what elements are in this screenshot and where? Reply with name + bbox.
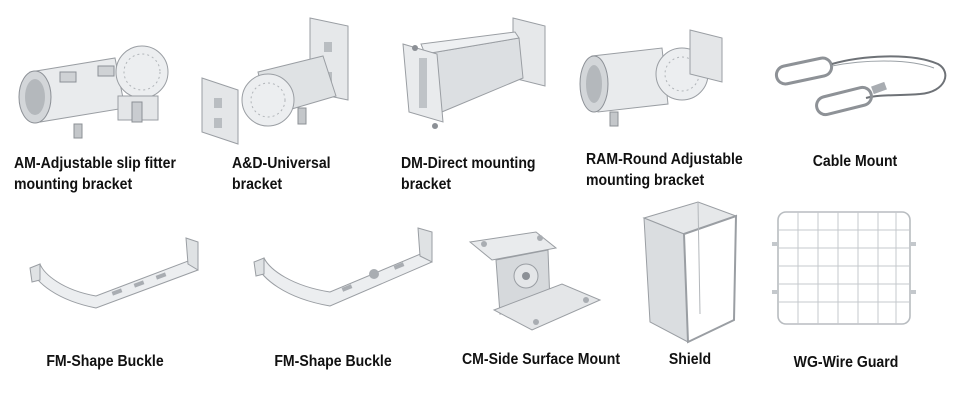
universal-bracket-icon (201, 17, 349, 145)
label-line: FM-Shape Buckle (46, 353, 164, 370)
direct-mounting-bracket-icon (402, 17, 546, 129)
label-line: RAM-Round Adjustable (586, 151, 743, 168)
product-cable-label: Cable Mount (798, 151, 912, 172)
side-surface-mount-icon (468, 231, 602, 331)
adjustable-slip-fitter-bracket-icon (18, 45, 169, 139)
cable-mount-icon (774, 55, 947, 117)
label-line: CM-Side Surface Mount (461, 351, 621, 368)
label-line: A&D-Universal (232, 155, 331, 172)
product-am-label: AM-Adjustable slip fitter mounting brack… (14, 153, 176, 195)
label-line: mounting bracket (14, 176, 133, 193)
label-line: DM-Direct mounting (401, 155, 536, 172)
product-dm-label: DM-Direct mounting bracket (401, 153, 536, 195)
product-ad-label: A&D-Universal bracket (232, 153, 331, 195)
product-cm-label: CM-Side Surface Mount (457, 349, 624, 370)
round-adjustable-bracket-icon (579, 29, 723, 127)
label-line: WG-Wire Guard (793, 354, 899, 371)
label-line: FM-Shape Buckle (274, 353, 392, 370)
product-fm-1-label: FM-Shape Buckle (39, 351, 171, 372)
label-line: mounting bracket (586, 172, 705, 189)
label-line: Cable Mount (812, 153, 898, 170)
product-wg-label: WG-Wire Guard (784, 352, 907, 373)
shield-icon (642, 201, 738, 344)
product-ram-label: RAM-Round Adjustable mounting bracket (586, 149, 743, 191)
label-line: AM-Adjustable slip fitter (14, 155, 176, 172)
label-line: Shield (668, 351, 712, 368)
shape-buckle-icon (253, 227, 433, 307)
wire-guard-icon (772, 211, 916, 325)
product-fm-2-label: FM-Shape Buckle (267, 351, 399, 372)
label-line: bracket (401, 176, 452, 193)
label-line: bracket (232, 176, 283, 193)
shape-buckle-icon (29, 237, 199, 309)
product-shield-label: Shield (637, 349, 743, 370)
